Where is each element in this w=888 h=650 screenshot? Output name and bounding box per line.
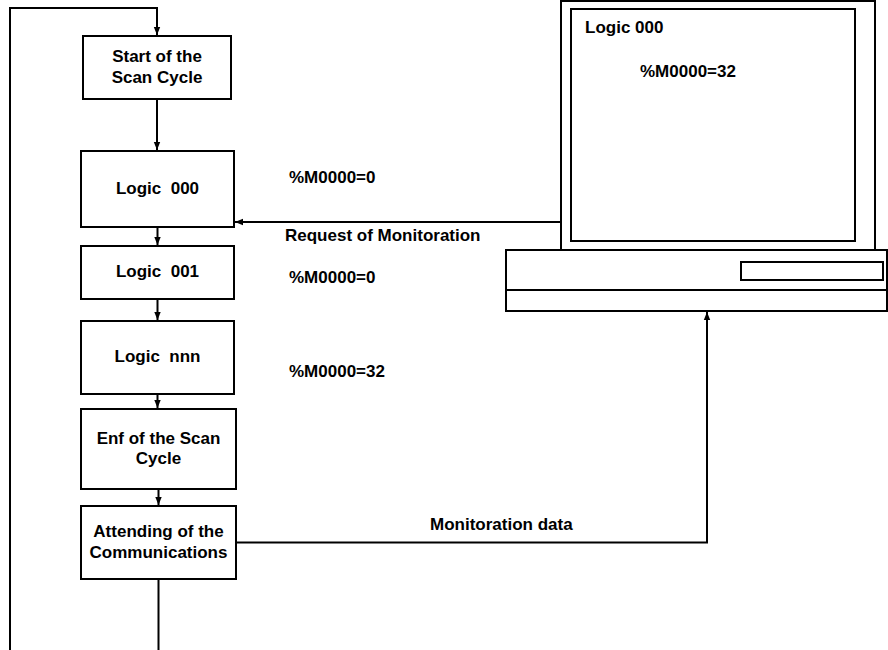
edge-label: Monitoration data — [428, 515, 575, 535]
edge-label: Request of Monitoration — [283, 226, 482, 246]
flow-arrow — [157, 395, 159, 408]
base-line — [506, 289, 887, 291]
process-box: Start of the Scan Cycle — [82, 35, 232, 100]
process-box: Enf of the Scan Cycle — [80, 408, 237, 490]
flow-arrow — [156, 100, 158, 150]
box-text: Start of the Scan Cycle — [90, 47, 224, 88]
process-box: Logic nnn — [80, 320, 235, 395]
process-box: Logic 001 — [80, 245, 235, 300]
computer-base — [506, 250, 887, 311]
value-label: %M0000=0 — [287, 168, 377, 188]
computer: Logic 000 %M0000=32 — [505, 0, 888, 312]
disk-slot — [741, 262, 883, 280]
box-text: Logic 000 — [116, 179, 199, 199]
flow-arrow — [157, 300, 159, 320]
flow-arrow — [237, 312, 707, 543]
flow-arrow — [235, 221, 561, 223]
box-text: Enf of the Scan Cycle — [88, 429, 229, 470]
box-text: Attending of the Communications — [88, 522, 229, 563]
screen-text: %M0000=32 — [640, 62, 736, 82]
flow-arrow — [157, 228, 159, 245]
monitor-frame — [561, 1, 875, 250]
process-box: Attending of the Communications — [80, 505, 237, 580]
value-label: %M0000=32 — [287, 362, 387, 382]
process-box: Logic 000 — [80, 150, 235, 228]
monitor-screen — [571, 9, 855, 241]
flow-arrow — [158, 490, 160, 505]
box-text: Logic 001 — [116, 262, 199, 282]
computer-drawing — [505, 0, 888, 312]
box-text: Logic nnn — [115, 347, 201, 367]
value-label: %M0000=0 — [287, 268, 377, 288]
screen-text: Logic 000 — [585, 18, 663, 38]
